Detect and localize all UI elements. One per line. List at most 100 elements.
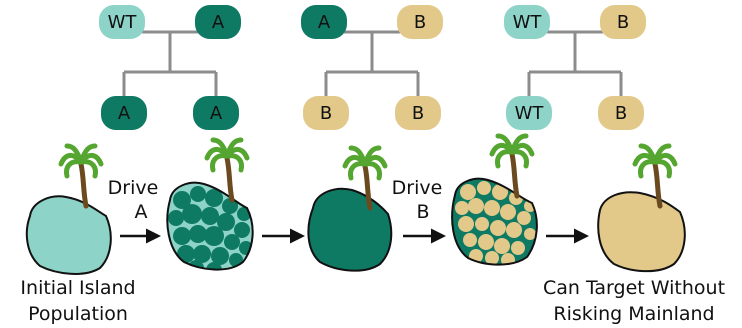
drive-b-spot-17 [478,234,494,250]
drive-a-spot-19 [229,253,243,267]
island-drive-b-spreading [451,177,538,266]
palm-frond [78,143,98,165]
cross-1 [122,30,218,96]
cross-3-offspring-2-shape [598,96,644,130]
island-all-a-shape [307,187,393,272]
palm-frond [638,159,658,179]
cross-2-parent-2-label: B [414,12,426,33]
palm-tree-icon [342,145,388,211]
drive-b-spot-13 [490,220,506,236]
cross-3-offspring-1-shape [506,96,552,130]
cross-2-parent-2: B [397,5,443,39]
drive-a-spot-4 [222,198,238,214]
palm-trunk [509,151,520,199]
drive-b-spot-1 [460,184,476,200]
island-drive-b-outline [451,177,538,266]
drive-a-spot-13 [204,226,224,246]
drive-a-spot-10 [234,222,250,238]
cross-3-parent-1-label: WT [513,12,543,33]
cross-2-offspring-2: B [395,96,441,130]
palm-frond [348,161,368,181]
drive-b-spot-8 [484,200,500,216]
drive-a-spot-17 [193,245,211,263]
palm-frond [509,149,529,169]
drive-a-spot-18 [211,247,229,265]
drive-b-spot-15 [524,228,536,240]
palm-frond [64,159,84,179]
cross-1-parent-2-shape [195,5,241,39]
drive-b-spot-16 [463,233,477,247]
palm-frond [495,149,515,169]
palm-tree-icon [632,143,678,209]
cross-1-parent-2: A [195,5,241,39]
cross-3-offspring-2: B [598,96,644,130]
palm-frond [362,161,382,181]
palm-tree-icon [204,137,250,203]
drive-b-spot-10 [517,211,531,225]
drive-a-label-line2: A [135,201,148,223]
drive-b-spot-6 [455,201,469,215]
palm-frond [224,137,244,159]
cross-1-parent-1: WT [99,5,145,39]
cross-2-offspring-1-label: B [320,103,332,124]
palm-tree-icon [489,133,535,199]
palm-tree-icon [58,143,104,209]
drive-b-spot-11 [458,216,474,232]
drive-b-label-line1: Drive [392,177,443,199]
island-all-b-shape [597,191,686,273]
cross-3-offspring-1-label: WT [515,103,545,124]
drive-b-spot-9 [500,204,516,220]
target-label-line1: Can Target Without [543,277,725,299]
drive-b-spot-2 [477,181,491,195]
island-initial [25,195,112,275]
drive-a-spot-9 [217,213,235,231]
cross-2-offspring-2-shape [395,96,441,130]
palm-frond [210,153,230,173]
cross-1-offspring-1: A [101,96,147,130]
palm-trunk [224,155,235,203]
drive-a-spot-8 [201,207,219,225]
cross-1-offspring-2-label: A [210,103,223,124]
drive-b-spot-14 [506,222,522,238]
drive-a-spot-2 [190,186,206,202]
palm-frond [224,153,244,173]
drive-b-spot-3 [492,184,508,200]
palm-trunk [652,161,663,209]
drive-b-spot-7 [468,198,484,214]
cross-3 [527,30,623,96]
cross-2-parent-1: A [301,5,347,39]
initial-population-label-line1: Initial Island [20,277,135,299]
cross-3-parent-2: B [600,5,646,39]
cross-2-offspring-1-shape [303,96,349,130]
drive-a-spot-6 [168,210,184,226]
island-initial-shape [25,195,112,275]
cross-1-offspring-2-shape [193,96,239,130]
drive-a-spot-1 [173,191,191,209]
drive-a-spot-11 [173,227,191,245]
drive-b-label-line2: B [416,201,429,223]
target-label-line2: Risking Mainland [553,303,714,325]
cross-1-parent-1-label: WT [108,12,138,33]
cross-3-parent-2-shape [600,5,646,39]
cross-1-offspring-1-shape [101,96,147,130]
drive-b-spot-19 [511,241,525,255]
island-drive-a-spreading [166,181,254,271]
palm-frond [78,159,98,179]
cross-2-offspring-2-label: B [412,103,424,124]
cross-2 [324,30,420,96]
cross-3-offspring-2-label: B [615,103,627,124]
cross-3-offspring-1: WT [506,96,552,130]
cross-1-offspring-1-label: A [118,103,131,124]
drive-b-spot-18 [494,238,510,254]
island-all-b [597,191,686,273]
palm-trunk [362,163,373,211]
island-drive-a-outline [166,181,254,271]
labels: Drive A Drive B Initial Island Populatio… [20,177,725,325]
drive-a-spot-21 [206,262,222,270]
palm-frond [509,133,529,155]
cross-2-offspring-1: B [303,96,349,130]
drive-b-spots [455,181,536,265]
initial-population-label-line2: Population [28,303,128,325]
